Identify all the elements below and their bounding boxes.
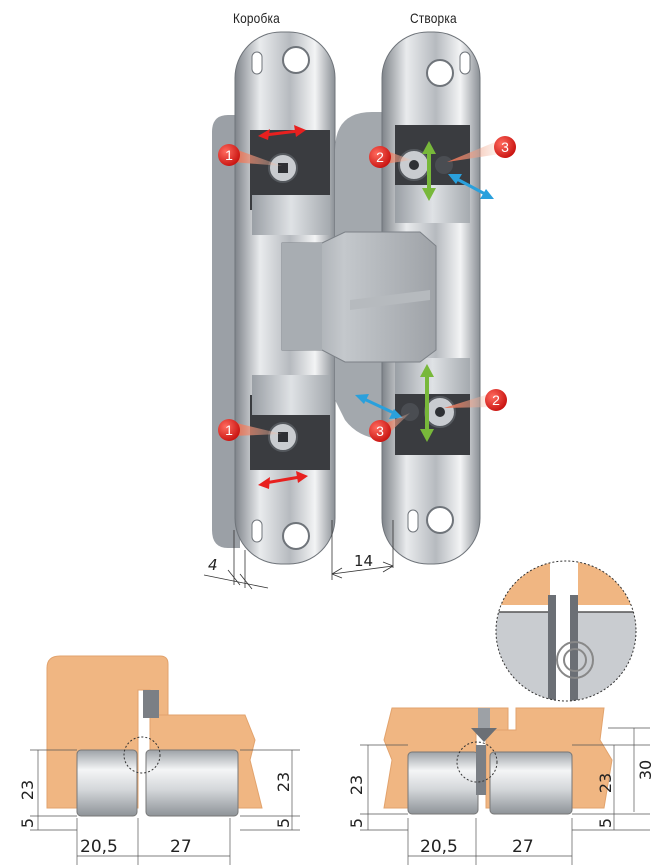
left-section [46,655,263,817]
arrow-down-icon [420,429,434,442]
marker-number: 2 [376,149,384,165]
marker-number: 1 [225,422,233,438]
knuckle-seam [350,290,430,310]
marker-3-top [494,136,516,158]
hinge-dim-b: 14 [354,552,373,570]
left-dim-h2: 5 [18,818,37,828]
frame-label: Коробка [233,10,280,26]
leaf-slot-bottom [407,509,419,533]
leaf-screw-hole-bottom [426,506,454,534]
right-dim-w2: 27 [512,837,534,857]
seal-insert [478,708,490,730]
marker-1-top [218,144,240,166]
leaf-screw-hole-top [426,59,454,87]
hinge-dimensions [203,520,394,590]
leaf-depth-screw-top [435,156,453,174]
hinge-dim-a: 4 [208,556,218,574]
marker-number: 2 [492,392,500,408]
right-section [383,707,613,815]
arrow-up-icon [422,141,436,154]
right-section-dims [360,727,650,865]
detail-magnifier [495,560,637,702]
knuckle-left-face [282,243,322,350]
hinge-body [212,31,481,565]
arrow-down-icon [422,188,436,201]
arrow-diag-icon [389,409,403,419]
leaf-slot-top [459,51,471,75]
left-dim-h3: 23 [274,772,293,792]
hex-socket-icon [435,407,445,417]
arrow-diag-icon [448,174,462,184]
frame-screw-hole-top [282,46,310,74]
right-dim-h3: 23 [596,773,615,793]
hex-socket-icon [409,160,419,170]
left-section-dims [30,749,300,865]
arrow-right-icon [296,471,308,483]
marker-2-bottom [485,389,507,411]
arrow-diag-icon [480,189,494,199]
frame-block-bottom [252,375,330,415]
arrow-up-icon [420,364,434,377]
right-dim-h4: 5 [596,818,615,828]
marker-number: 1 [225,147,233,163]
frame-slot-top [251,51,263,75]
marker-2-top [369,146,391,168]
hinge-center [476,745,486,795]
right-dim-w1: 20,5 [420,837,458,857]
arrow-left-icon [258,477,270,489]
seal-tip [471,728,497,742]
frame-block-top [252,195,330,235]
hex-socket-icon [278,163,288,173]
marker-number: 3 [376,423,384,439]
right-dim-h5: 30 [636,760,654,780]
marker-1-bottom [218,419,240,441]
frame-slot-bottom [251,519,263,543]
marker-number: 3 [501,139,509,155]
frame-screw-hole-bottom [282,522,310,550]
arrow-diag-icon [355,394,369,404]
left-dim-h4: 5 [274,818,293,828]
right-dim-h2: 5 [347,818,366,828]
left-dim-h1: 23 [18,780,37,800]
seal-profile [143,690,159,718]
left-dim-w1: 20,5 [80,837,118,857]
left-dim-w2: 27 [170,837,192,857]
marker-3-bottom [369,420,391,442]
arrow-left-icon [258,129,270,140]
right-dim-h1: 23 [347,775,366,795]
adjust-arrows [258,125,494,489]
arrow-right-icon [294,125,306,137]
leaf-label: Створка [410,10,457,26]
hex-socket-icon [278,432,288,442]
markers: 1 1 2 2 3 3 [218,136,516,442]
